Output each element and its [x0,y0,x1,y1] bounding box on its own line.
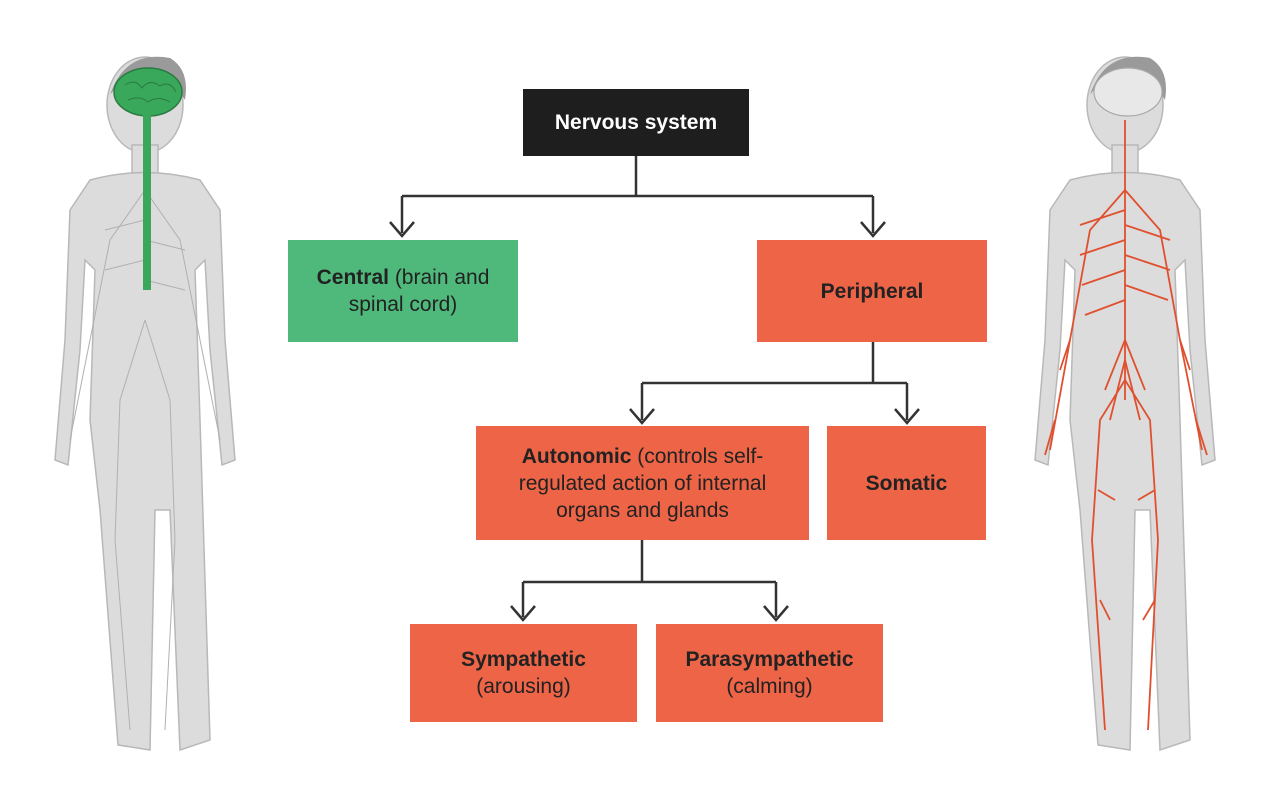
brain-and-spinal-cord [113,67,183,290]
human-figure-central-icon [54,56,236,752]
brain [1093,67,1163,117]
peripheral-nerves [1044,120,1208,731]
node-peripheral: Peripheral [757,240,987,342]
node-central: Central (brain and spinal cord) [288,240,518,342]
hair [1090,56,1166,100]
node-nervous-system-label: Nervous system [554,111,718,134]
node-parasympathetic-title: Parasympathetic [685,648,854,671]
node-central-title: Central [316,266,389,289]
node-parasympathetic-desc: (calming) [726,675,813,698]
node-peripheral-title: Peripheral [820,279,924,303]
arrowheads [389,221,920,622]
node-somatic: Somatic [827,426,986,540]
hair [110,56,186,100]
human-figure-peripheral-icon [1034,56,1216,752]
node-nervous-system: Nervous system [523,89,749,156]
node-sympathetic: Sympathetic (arousing) [410,624,637,722]
node-central-desc: (brain and spinal cord) [348,266,490,316]
node-sympathetic-title: Sympathetic [461,648,586,671]
node-autonomic-desc: (controls self-regulated action of inter… [518,444,767,522]
node-autonomic-title: Autonomic [521,444,632,468]
node-sympathetic-desc: (arousing) [476,675,571,698]
node-parasympathetic: Parasympathetic (calming) [656,624,883,722]
faint-nerves [69,189,221,731]
node-autonomic: Autonomic (controls self-regulated actio… [476,426,809,540]
node-somatic-title: Somatic [865,471,948,495]
